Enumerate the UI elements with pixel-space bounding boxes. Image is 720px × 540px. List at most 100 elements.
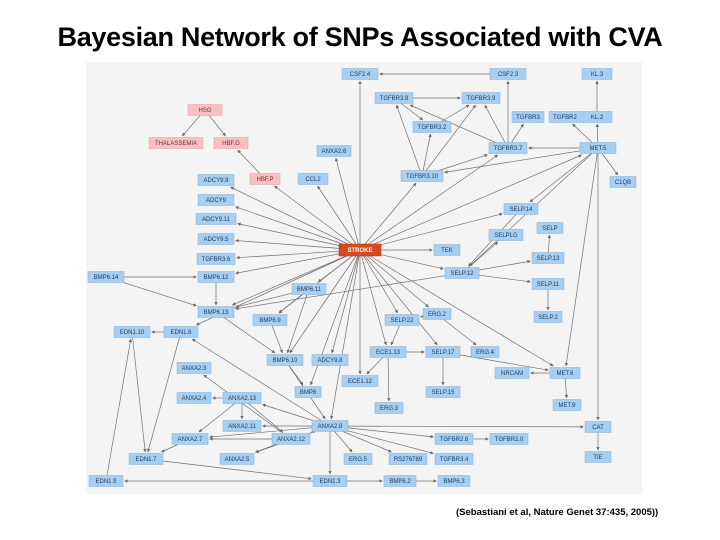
node-tgfbr3-4: TGFBR3.4 <box>434 453 474 465</box>
node-met9: MET.9 <box>552 399 582 411</box>
edge-selp12-to-selp13 <box>478 259 531 271</box>
edge-met5-to-c1qb <box>601 153 619 176</box>
edge-stroke-to-bmp6_13 <box>231 255 347 306</box>
node-anxa2-11: ANXA2.11 <box>222 420 262 432</box>
edge-stroke-to-adcy9_5 <box>235 238 340 249</box>
node-label: SELP <box>542 226 557 232</box>
node-label: ERG.4 <box>476 350 495 356</box>
node-box <box>176 362 212 374</box>
node-label: SELP.14 <box>510 207 534 213</box>
edge-hsg-to-thalassemia <box>181 115 201 137</box>
node-box <box>222 392 262 404</box>
node-label: ANXA2.13 <box>228 396 257 402</box>
node-label: CCL2 <box>305 177 321 183</box>
node-box <box>581 111 613 123</box>
edge-selp12-to-selplg <box>468 241 499 268</box>
node-label: TGFBR3 <box>516 115 540 121</box>
node-bmp6-9: BMP6.9 <box>252 314 288 326</box>
node-box <box>222 420 262 432</box>
node-label: MET.9 <box>558 403 576 409</box>
node-bmp6-12: BMP6.12 <box>197 271 235 283</box>
node-label: SELPLG <box>494 233 518 239</box>
node-edn1-6: EDN1.6 <box>163 326 199 338</box>
node-csf2-3: CSF2.3 <box>489 68 527 80</box>
node-box <box>341 375 379 387</box>
node-box <box>213 137 249 149</box>
node-selp12: SELP.12 <box>444 267 480 279</box>
node-label: TGFBR2.6 <box>440 437 469 443</box>
node-label: BMP6.9 <box>259 318 281 324</box>
node-box <box>548 111 582 123</box>
node-label: SELP.12 <box>451 271 475 277</box>
node-box <box>412 121 452 133</box>
node-box <box>87 271 125 283</box>
node-adcy9: ADCY9 <box>197 194 235 206</box>
node-label: EDN1.3 <box>319 479 341 485</box>
node-box <box>266 354 304 366</box>
node-bmp6-3: BMP6.3 <box>437 475 471 487</box>
node-box <box>489 68 527 80</box>
node-box <box>187 104 223 116</box>
node-label: EDN1.6 <box>170 330 192 336</box>
node-label: MET.5 <box>589 146 607 152</box>
node-box <box>388 453 428 465</box>
node-selp14: SELP.14 <box>503 203 539 215</box>
node-selp22: SELP.22 <box>384 314 420 326</box>
node-box <box>384 314 420 326</box>
node-label: KL.2 <box>591 115 604 121</box>
edge-anxa2_8-to-tgfbr3_4 <box>347 430 434 455</box>
edge-bmp6_9-to-bmp6_10 <box>271 325 283 354</box>
node-bmp6-11: BMP6.11 <box>291 283 327 295</box>
node-box <box>552 399 582 411</box>
node-box <box>341 68 379 80</box>
edge-hsg-to-hbf_g <box>209 115 226 137</box>
node-tek: TEK <box>433 244 461 256</box>
node-adcy9-9: ADCY9.9 <box>197 174 235 186</box>
node-box <box>425 346 461 358</box>
node-box <box>533 311 563 323</box>
edge-met5-to-selp14 <box>529 153 592 203</box>
node-label: ADCY9 <box>206 198 227 204</box>
edge-selp22-to-ece1_13 <box>390 325 400 346</box>
edge-stroke-to-tgfbr3_7 <box>368 154 499 245</box>
node-box <box>434 433 474 445</box>
edge-selp12-to-bmp6_13 <box>235 275 446 311</box>
node-label: KL.3 <box>591 72 604 78</box>
node-label: ADCY9.11 <box>202 217 231 223</box>
node-bmp6: BMP6 <box>294 386 322 398</box>
node-tgfbr3-9: TGFBR3.9 <box>461 92 501 104</box>
node-label: BMP6.12 <box>204 275 229 281</box>
node-anxa2-5: ANXA2.5 <box>219 453 255 465</box>
edge-stroke-to-selp22 <box>363 255 399 314</box>
node-label: TGFBR3.10 <box>406 174 439 180</box>
node-label: C1QB <box>615 180 631 186</box>
node-box <box>531 252 565 264</box>
edge-edn1_10-to-edn1_7 <box>132 337 147 453</box>
node-label: ANXA2.7 <box>178 437 203 443</box>
node-tgfbr3: TGFBR3 <box>511 111 545 123</box>
node-rs276789: RS276789 <box>388 453 428 465</box>
node-label: NRCAM <box>501 371 523 377</box>
node-label: TGFBR2.0 <box>495 437 524 443</box>
node-anxa2-6: ANXA2.6 <box>316 145 352 157</box>
node-nrcam: NRCAM <box>494 367 530 379</box>
node-box <box>584 451 612 463</box>
edge-stroke-to-adcy9_11 <box>237 222 340 246</box>
edge-edn1_9-to-edn1_10 <box>106 338 132 476</box>
node-label: TIE <box>593 455 602 461</box>
node-edn1-3: EDN1.3 <box>312 475 348 487</box>
node-box <box>291 283 327 295</box>
edge-stroke-to-bmp6_12 <box>235 253 340 275</box>
node-label: ANXA2.4 <box>182 396 207 402</box>
edge-anxa2_7-to-edn1_7 <box>161 444 179 453</box>
edge-stroke-to-adcy9 <box>235 206 343 245</box>
node-label: TEK <box>441 248 453 254</box>
node-selplg: SELPLG <box>488 229 524 241</box>
edge-stroke-to-anxa2_6 <box>334 157 359 245</box>
node-erg3: ERG.3 <box>374 402 404 414</box>
edge-bmp6_11-to-bmp6_9 <box>278 294 303 314</box>
edge-stroke-to-ece1_13 <box>361 255 387 346</box>
node-tgfbr3-6: TGFBR3.6 <box>196 253 236 265</box>
node-thalassemia: THALASSEMIA <box>148 137 204 149</box>
node-box <box>488 229 524 241</box>
